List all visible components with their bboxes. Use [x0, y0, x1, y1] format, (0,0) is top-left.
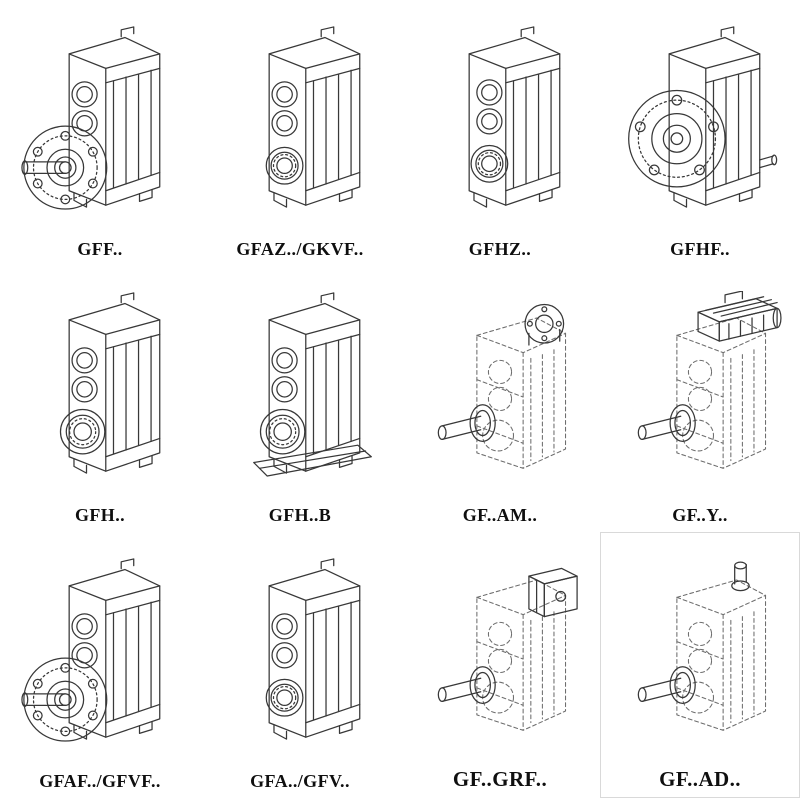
gearbox-drawing-hollow-angled	[412, 25, 588, 237]
catalog-item: GFAZ../GKVF..	[200, 0, 400, 266]
model-label: GFA../GFV..	[250, 771, 350, 791]
gearbox-drawing-use	[638, 291, 781, 468]
catalog-item: GFHZ..	[400, 0, 600, 266]
gearbox-drawing-motor	[612, 291, 788, 503]
gearbox-drawing-bearing	[12, 291, 188, 503]
gearbox-drawing-use	[438, 568, 577, 730]
catalog-item: GF..GRF..	[400, 532, 600, 798]
gearbox-drawing-base	[212, 291, 388, 503]
gearbox-drawing-flange-2	[12, 557, 188, 769]
gearbox-drawing-use	[60, 293, 159, 473]
model-label: GF..Y..	[672, 505, 728, 525]
catalog-item: GFH..B	[200, 266, 400, 532]
gearbox-drawing-use	[469, 27, 560, 207]
gearbox-drawing-am-adapter	[412, 291, 588, 503]
model-label: GFF..	[77, 239, 123, 259]
model-label: GF..AD..	[659, 767, 741, 791]
gearbox-drawing-use	[22, 27, 160, 209]
gearbox-drawing-use	[629, 27, 777, 207]
model-label: GFHF..	[670, 239, 730, 259]
model-label: GFH..	[75, 505, 125, 525]
gearbox-drawing-hollow-2	[212, 557, 388, 769]
catalog-item: GFAF../GFVF..	[0, 532, 200, 798]
gearbox-drawing-use	[638, 562, 765, 730]
model-label: GF..AM..	[462, 505, 538, 525]
gearbox-drawing-use	[438, 304, 565, 468]
gearbox-drawing-use	[254, 293, 372, 476]
catalog-item: GFA../GFV..	[200, 532, 400, 798]
gearbox-drawing-flange	[12, 25, 188, 237]
model-label: GFHZ..	[468, 239, 532, 259]
model-label: GF..GRF..	[452, 767, 548, 791]
gearbox-drawing-use	[266, 27, 359, 207]
catalog-item: GFF..	[0, 0, 200, 266]
gearbox-drawing-big-flange	[612, 25, 788, 237]
model-label: GFAZ../GKVF..	[236, 239, 364, 259]
catalog-item: GF..AD..	[600, 532, 800, 798]
gearbox-drawing-input-shaft	[612, 553, 788, 765]
gearbox-drawing-use	[22, 559, 160, 741]
gearbox-drawing-hollow	[212, 25, 388, 237]
catalog-item: GFH..	[0, 266, 200, 532]
gearbox-drawing-gear-adapter	[412, 553, 588, 765]
model-label: GFAF../GFVF..	[39, 771, 161, 791]
catalog-item: GF..AM..	[400, 266, 600, 532]
catalog-item: GFHF..	[600, 0, 800, 266]
catalog-item: GF..Y..	[600, 266, 800, 532]
model-label: GFH..B	[268, 505, 332, 525]
gearbox-drawing-use	[266, 559, 359, 739]
